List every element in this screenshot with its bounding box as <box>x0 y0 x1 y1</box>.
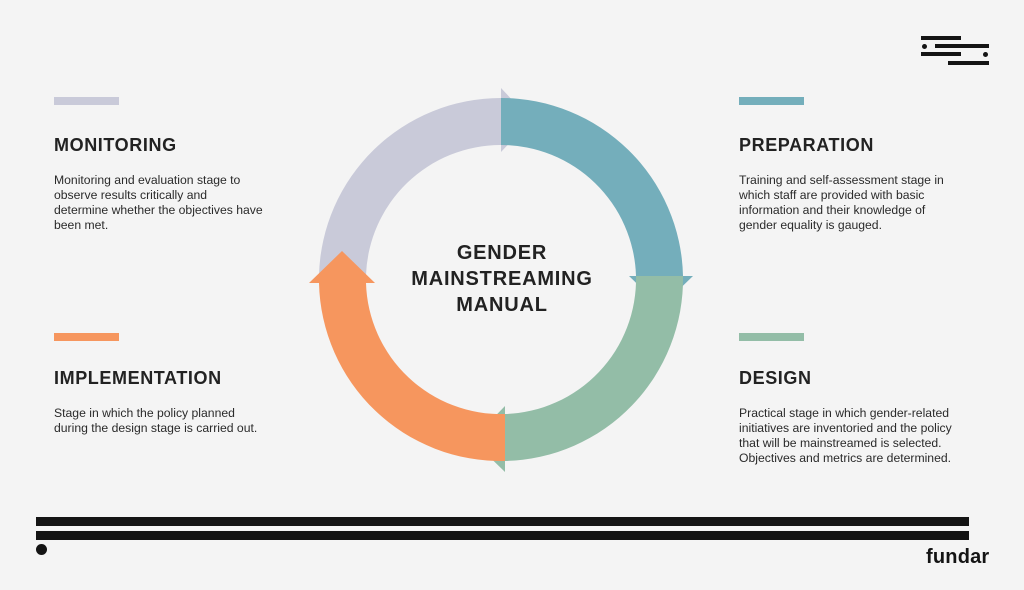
logo-bar <box>921 52 961 56</box>
design-color-bar <box>739 333 804 341</box>
diagram-center-title: GENDER MAINSTREAMING MANUAL <box>382 240 622 318</box>
design-arrow <box>472 276 684 472</box>
monitoring-color-bar <box>54 97 119 105</box>
footer-rule <box>36 517 969 526</box>
footer-dot <box>36 544 47 555</box>
logo-bar <box>948 61 989 65</box>
monitoring-description: Monitoring and evaluation stage to obser… <box>54 173 263 232</box>
monitoring-arrow <box>319 88 531 275</box>
logo-dot <box>983 52 988 57</box>
preparation-title: PREPARATION <box>739 135 874 155</box>
brand-wordmark: fundar <box>926 546 990 568</box>
preparation-color-bar <box>739 97 804 105</box>
monitoring-title: MONITORING <box>54 135 177 155</box>
center-title-line: MAINSTREAMING <box>411 268 593 290</box>
footer-rule <box>36 531 969 540</box>
preparation-description: Training and self-assessment stage in wh… <box>739 173 944 232</box>
design-title: DESIGN <box>739 368 812 388</box>
preparation-arrow <box>501 97 693 307</box>
implementation-color-bar <box>54 333 119 341</box>
logo-bar <box>921 36 961 40</box>
implementation-description: Stage in which the policy planned during… <box>54 406 258 435</box>
implementation-title: IMPLEMENTATION <box>54 368 222 388</box>
logo-dot <box>922 44 927 49</box>
implementation-arrow <box>309 251 505 462</box>
design-description: Practical stage in which gender-related … <box>739 406 952 465</box>
center-title-line: GENDER <box>456 242 548 264</box>
center-title-line: MANUAL <box>456 294 548 316</box>
logo-bar <box>935 44 989 48</box>
